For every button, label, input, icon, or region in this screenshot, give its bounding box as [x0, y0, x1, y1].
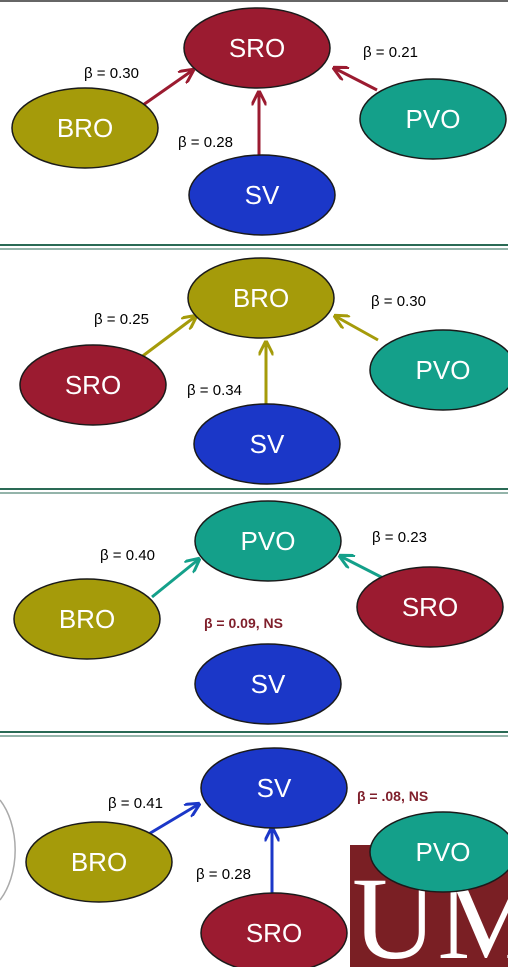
- edge-right: [334, 68, 378, 92]
- node-left-bro: [25, 821, 173, 903]
- beta-right: β = 0.23: [372, 529, 427, 546]
- beta-left: β = 0.25: [94, 311, 149, 328]
- node-left-label: BRO: [57, 113, 113, 143]
- separator-2: [0, 488, 508, 494]
- node-right-pvo: [369, 811, 508, 893]
- node-bottom-label: SV: [251, 669, 286, 699]
- node-right-sro: [356, 566, 504, 648]
- node-top-sro: [183, 7, 331, 89]
- edge-right: [335, 316, 379, 342]
- panel-2: BRO SRO PVO SV β = 0.25 β = 0.30 β = 0.3…: [19, 257, 508, 485]
- beta-bottom: β = 0.34: [187, 382, 242, 399]
- node-bottom-label: SV: [250, 429, 285, 459]
- edge-left: [151, 559, 199, 599]
- beta-bottom: β = 0.28: [178, 134, 233, 151]
- node-right-label: PVO: [406, 104, 461, 134]
- node-left-sro: [19, 344, 167, 426]
- beta-right: β = 0.30: [371, 293, 426, 310]
- node-top-label: PVO: [241, 526, 296, 556]
- node-top-pvo: [194, 500, 342, 582]
- node-right-label: PVO: [416, 837, 471, 867]
- panel-1: SRO BRO PVO SV β = 0.30 β = 0.21 β = 0.2…: [11, 7, 507, 236]
- beta-bottom-ns: β = 0.09, NS: [204, 615, 283, 631]
- node-left-label: SRO: [65, 370, 121, 400]
- node-right-pvo: [359, 78, 507, 160]
- node-left-bro: [11, 87, 159, 169]
- node-top-sv: [200, 747, 348, 829]
- node-right-label: SRO: [402, 592, 458, 622]
- beta-left: β = 0.40: [100, 547, 155, 564]
- node-right-label: PVO: [416, 355, 471, 385]
- node-bottom-sro: [200, 892, 348, 967]
- node-bottom-sv: [193, 403, 341, 485]
- edge-right: [340, 556, 384, 580]
- node-bottom-label: SV: [245, 180, 280, 210]
- node-bottom-label: SRO: [246, 918, 302, 948]
- node-left-bro: [13, 578, 161, 660]
- separator-1: [0, 244, 508, 250]
- node-bottom-sv: [194, 643, 342, 725]
- node-top-label: BRO: [233, 283, 289, 313]
- edge-left: [139, 316, 196, 360]
- node-top-label: SV: [257, 773, 292, 803]
- edge-left: [142, 70, 193, 107]
- node-right-pvo: [369, 329, 508, 411]
- beta-left: β = 0.30: [84, 65, 139, 82]
- beta-right-ns: β = .08, NS: [357, 788, 428, 804]
- node-left-label: BRO: [71, 847, 127, 877]
- decorative-arc: [0, 799, 16, 901]
- beta-left: β = 0.41: [108, 795, 163, 812]
- beta-bottom: β = 0.28: [196, 866, 251, 883]
- panel-4: SV BRO PVO SRO β = 0.41 β = .08, NS β = …: [25, 747, 508, 967]
- node-top-label: SRO: [229, 33, 285, 63]
- node-top-bro: [187, 257, 335, 339]
- panel-3: PVO BRO SRO SV β = 0.40 β = 0.23 β = 0.0…: [13, 500, 504, 725]
- beta-right: β = 0.21: [363, 44, 418, 61]
- node-bottom-sv: [188, 154, 336, 236]
- node-left-label: BRO: [59, 604, 115, 634]
- edge-left: [141, 804, 199, 840]
- separator-3: [0, 731, 508, 737]
